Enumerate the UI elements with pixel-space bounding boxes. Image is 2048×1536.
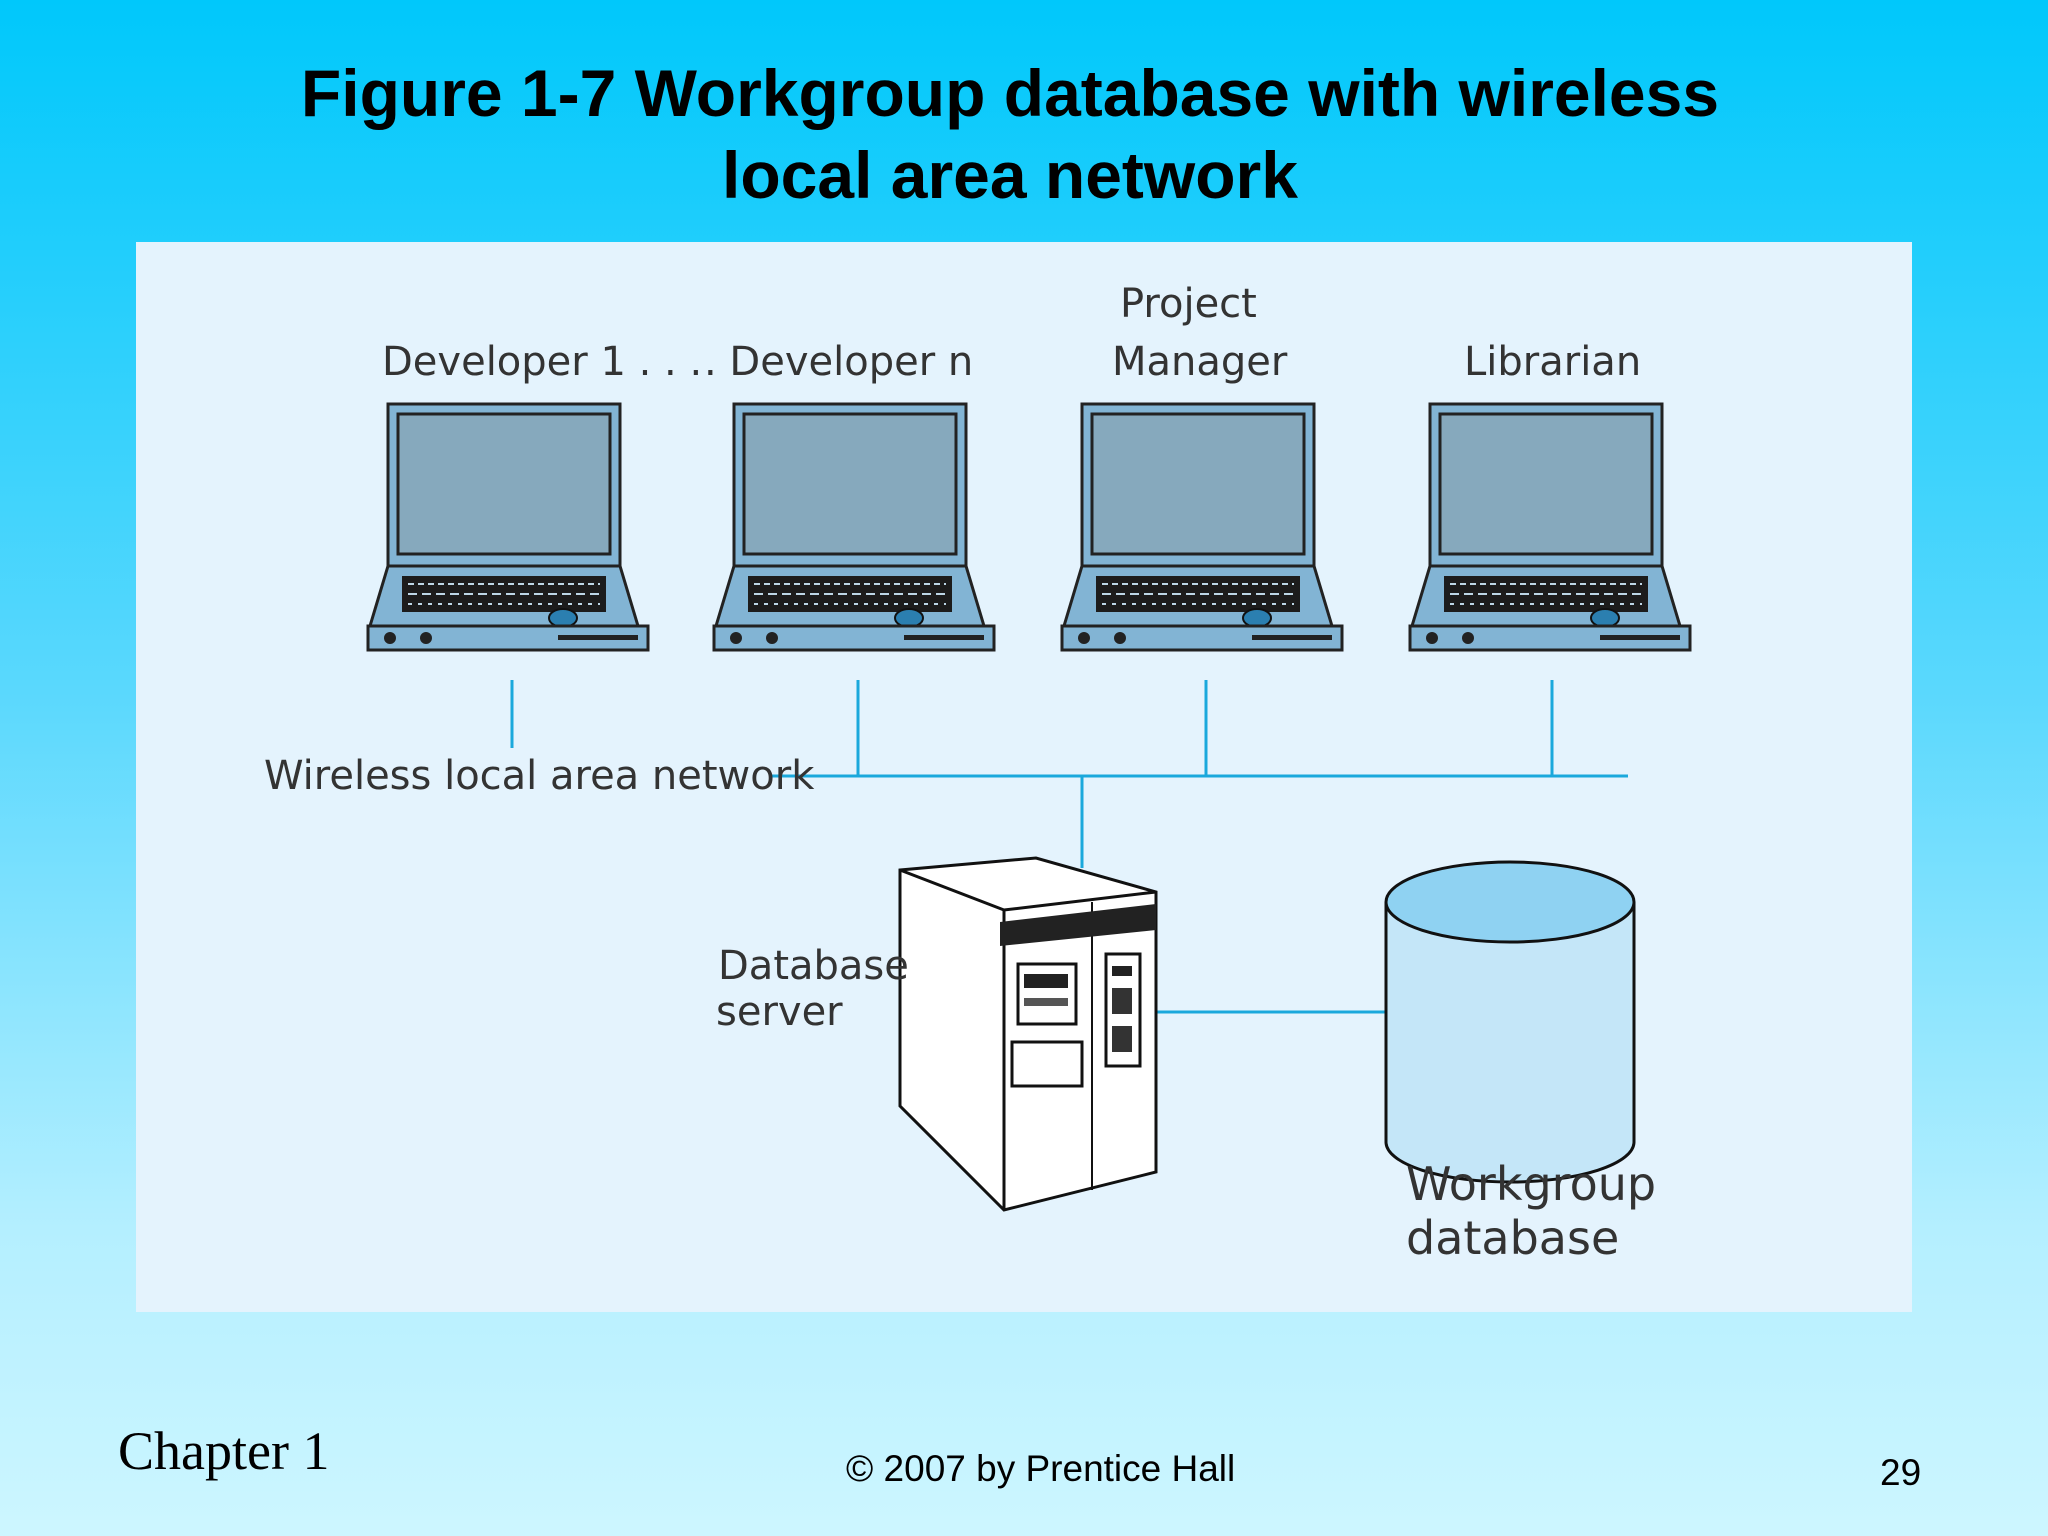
label-database-line-1: Workgroup	[1406, 1157, 1657, 1211]
laptop-librarian	[1408, 402, 1692, 652]
label-database-line-2: database	[1406, 1211, 1620, 1265]
label-developer-1: Developer 1 . . .	[382, 339, 703, 385]
chapter-label: Chapter 1	[118, 1421, 330, 1481]
network-lines	[510, 680, 1628, 1014]
title-line-2: local area network	[722, 138, 1298, 212]
label-project-manager-line-2: Manager	[1112, 339, 1288, 385]
label-librarian: Librarian	[1464, 339, 1642, 385]
slide-title: Figure 1-7 Workgroup database with wirel…	[0, 52, 2020, 216]
laptop-developer-1	[366, 402, 650, 652]
label-server-line-1: Database	[718, 943, 909, 989]
network-diagram	[366, 402, 1692, 1212]
label-wireless-network: Wireless local area network	[264, 753, 815, 799]
label-server-line-2: server	[716, 989, 843, 1035]
label-developer-n: . Developer n	[704, 339, 974, 385]
copyright-notice: © 2007 by Prentice Hall	[846, 1448, 1236, 1489]
laptop-developer-n	[712, 402, 996, 652]
laptop-project-manager	[1060, 402, 1344, 652]
label-project-manager-line-1: Project	[1120, 281, 1257, 327]
page-number: 29	[1880, 1452, 1922, 1493]
workgroup-database-icon	[1384, 860, 1636, 1184]
diagram-panel: Developer 1 . . . . Developer n Project …	[136, 242, 1912, 1312]
title-line-1: Figure 1-7 Workgroup database with wirel…	[300, 56, 1720, 130]
database-server-icon	[898, 856, 1158, 1212]
